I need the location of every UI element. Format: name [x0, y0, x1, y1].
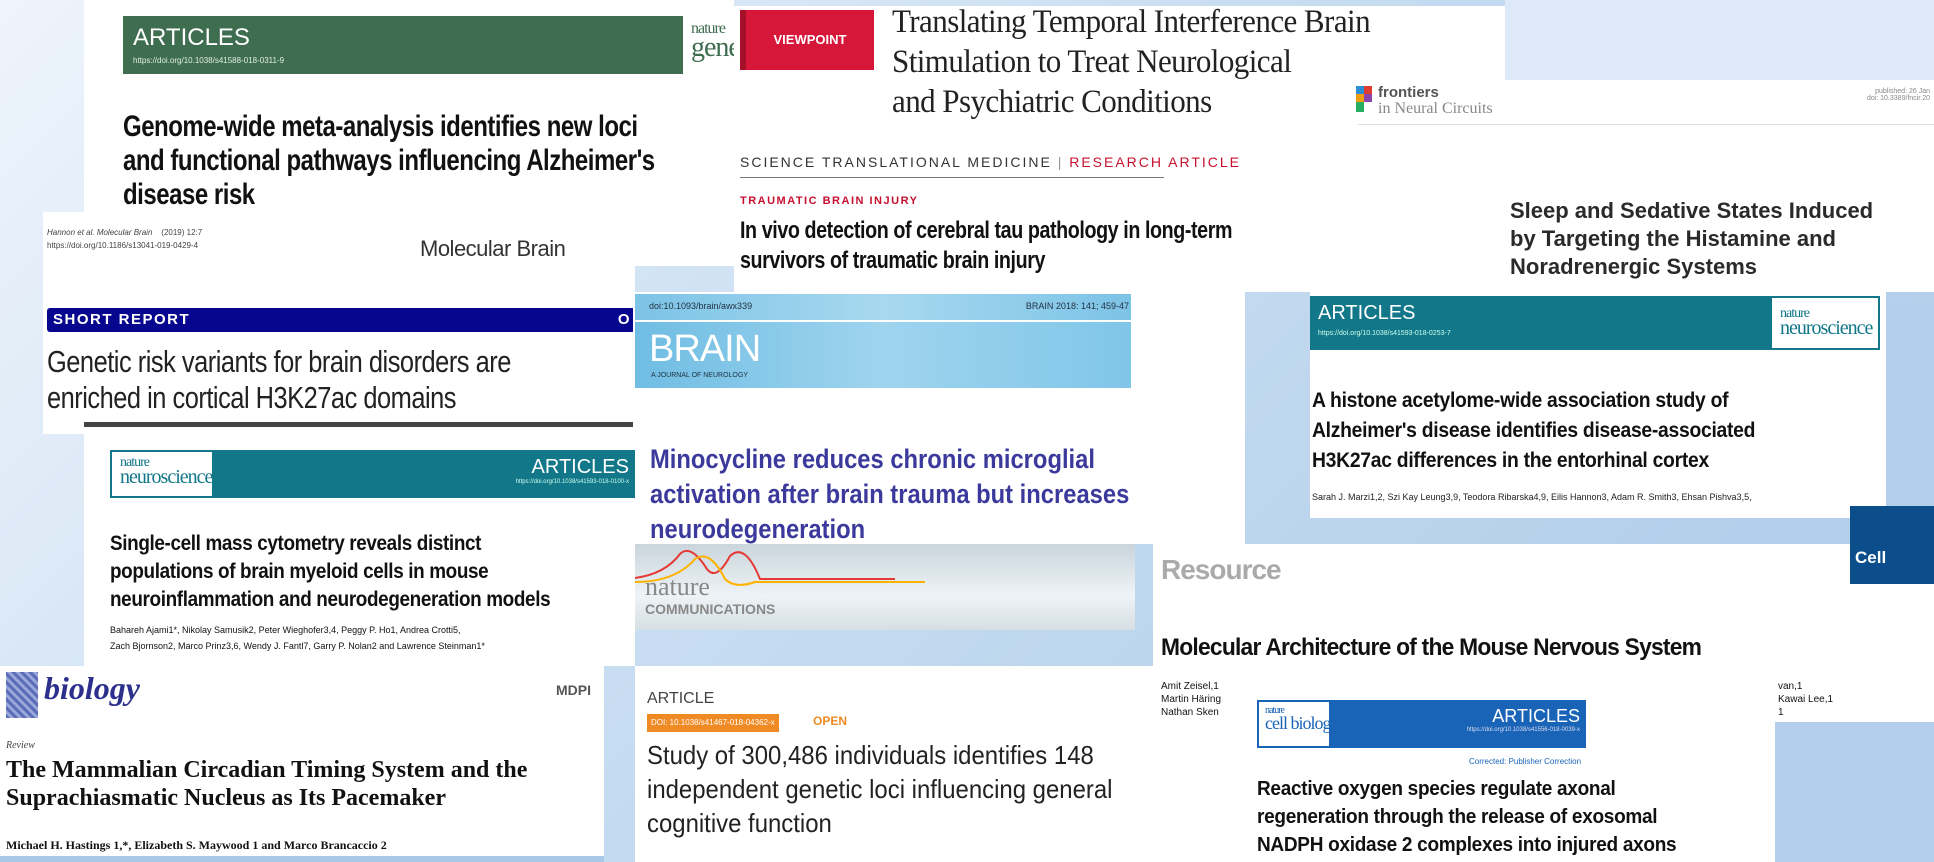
journal-name: in Neural Circuits	[1378, 100, 1493, 117]
article-title: Molecular Architecture of the Mouse Nerv…	[1161, 634, 1702, 661]
correction-link[interactable]: Corrected: Publisher Correction	[1469, 757, 1582, 766]
viewpoint-badge: VIEWPOINT	[740, 10, 874, 70]
frontiers-logo-icon	[1356, 86, 1372, 116]
citation: Hannon et al. Molecular Brain (2019) 12:…	[47, 228, 203, 237]
molecular-brain-header-card: Hannon et al. Molecular Brain (2019) 12:…	[43, 212, 635, 434]
background-block	[1886, 300, 1934, 506]
divider	[84, 422, 635, 427]
article-title: Genetic risk variants for brain disorder…	[47, 344, 511, 415]
background-block	[1505, 0, 1934, 80]
logo-text: COMMUNICATIONS	[645, 601, 776, 617]
divider	[740, 177, 1164, 178]
article-title: In vivo detection of cerebral tau pathol…	[740, 217, 1233, 274]
cell-resource-card: Resource Molecular Architecture of the M…	[1153, 544, 1934, 722]
article-title: Single-cell mass cytometry reveals disti…	[110, 532, 551, 611]
open-access-label: OPEN	[813, 714, 848, 728]
biology-logo-icon	[6, 672, 38, 718]
article-type: Resource	[1161, 554, 1282, 585]
nature-genetics-logo: nature genetics	[683, 16, 734, 74]
divider	[1358, 124, 1934, 125]
author-list: Bahareh Ajami1*, Nikolay Samusik2, Peter…	[110, 625, 485, 651]
category-label: TRAUMATIC BRAIN INJURY	[740, 195, 919, 207]
article-title: The Mammalian Circadian Timing System an…	[6, 757, 528, 811]
article-title: Study of 300,486 individuals identifies …	[647, 740, 1113, 838]
brain-logo: BRAIN	[649, 328, 761, 370]
doi-text: https://doi.org/10.1186/s13041-019-0429-…	[47, 241, 199, 250]
section-label: ARTICLES	[133, 24, 250, 51]
frontiers-logo-text: frontiers	[1378, 84, 1439, 101]
background-block	[1775, 722, 1934, 862]
article-type: Review	[6, 740, 35, 751]
stm-header-card: SCIENCE TRANSLATIONAL MEDICINE | RESEARC…	[734, 124, 1352, 292]
articles-banner: ARTICLES https://doi.org/10.1038/s41593-…	[214, 450, 635, 498]
brain-banner: BRAIN A JOURNAL OF NEUROLOGY	[635, 322, 1131, 388]
article-type: ARTICLE	[647, 690, 715, 707]
nature-communications-banner: nature COMMUNICATIONS	[635, 544, 1135, 630]
author-list: Sarah J. Marzi1,2, Szi Kay Leung3,9, Teo…	[1312, 492, 1752, 502]
wave-logo-icon	[635, 550, 925, 586]
biology-mdpi-card: biology MDPI Review The Mammalian Circad…	[0, 666, 604, 862]
logo-text: nature	[645, 572, 710, 601]
doi-badge: DOI: 10.1038/s41467-018-04362-x	[647, 714, 779, 732]
journal-subtitle: A JOURNAL OF NEUROLOGY	[651, 372, 748, 379]
journal-name: Molecular Brain	[420, 236, 566, 261]
nature-neuroscience-card-right: ARTICLES https://doi.org/10.1038/s41593-…	[1310, 292, 1886, 518]
journal-logo: biology	[44, 670, 140, 706]
article-title: A histone acetylome-wide association stu…	[1312, 389, 1756, 472]
doi-strip: doi:10.1093/brain/awx339 BRAIN 2018: 141…	[635, 294, 1131, 320]
mdpi-logo: MDPI	[556, 682, 591, 698]
articles-banner: ARTICLES https://doi.org/10.1038/s41593-…	[1310, 296, 1770, 350]
cell-logo: Cell	[1850, 506, 1934, 584]
brain-journal-header-card: doi:10.1093/brain/awx339 BRAIN 2018: 141…	[633, 292, 1245, 544]
author-list: Michael H. Hastings 1,*, Elizabeth S. Ma…	[6, 838, 387, 852]
articles-banner: ARTICLES https://doi.org/10.1038/s41556-…	[1331, 700, 1586, 748]
divider	[0, 856, 604, 862]
frontiers-header-card: frontiers in Neural Circuits published: …	[1352, 80, 1934, 292]
doi-text: https://doi.org/10.1038/s41588-018-0311-…	[133, 56, 285, 65]
journal-line: SCIENCE TRANSLATIONAL MEDICINE | RESEARC…	[740, 154, 1241, 170]
articles-banner: ARTICLES https://doi.org/10.1038/s41588-…	[123, 16, 683, 74]
ncomms-article-card: ARTICLE DOI: 10.1038/s41467-018-04362-x …	[635, 666, 1255, 862]
article-title: Genome-wide meta-analysis identifies new…	[123, 110, 655, 211]
